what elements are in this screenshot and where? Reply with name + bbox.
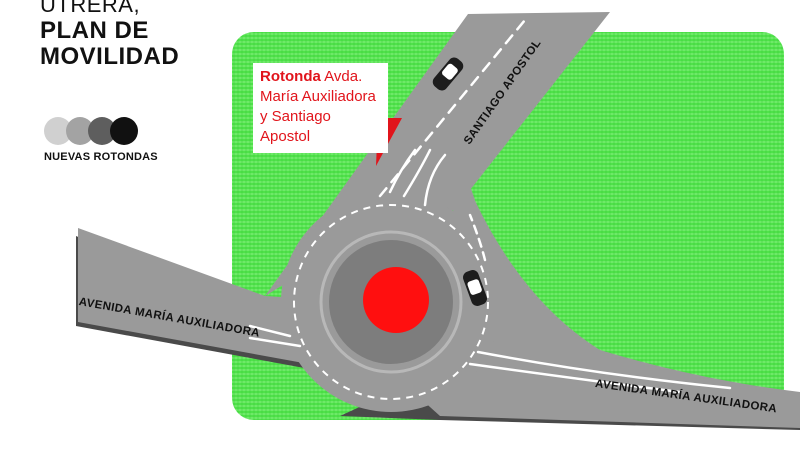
lane-markings [248, 18, 732, 394]
roundabout-center [363, 267, 429, 333]
callout-text-2: María Auxiliadora [260, 88, 376, 105]
callout-bold: Rotonda [260, 68, 321, 85]
car-east [463, 270, 487, 306]
legend-label: NUEVAS ROTONDAS [44, 151, 158, 163]
title-line-1: UTRERA, [40, 0, 141, 17]
car-north [432, 57, 464, 91]
legend-dots [44, 117, 164, 147]
title-line-2: PLAN DE [40, 17, 149, 44]
callout-text-3: y Santiago Apostol [260, 108, 331, 145]
page-title: UTRERA, PLAN DE MOVILIDAD [40, 0, 179, 70]
title-line-3: MOVILIDAD [40, 43, 180, 70]
legend-dot-4 [110, 117, 138, 145]
callout-text-1: Avda. [320, 68, 363, 85]
roundabout-callout: Rotonda Avda. María Auxiliadora y Santia… [253, 63, 388, 153]
